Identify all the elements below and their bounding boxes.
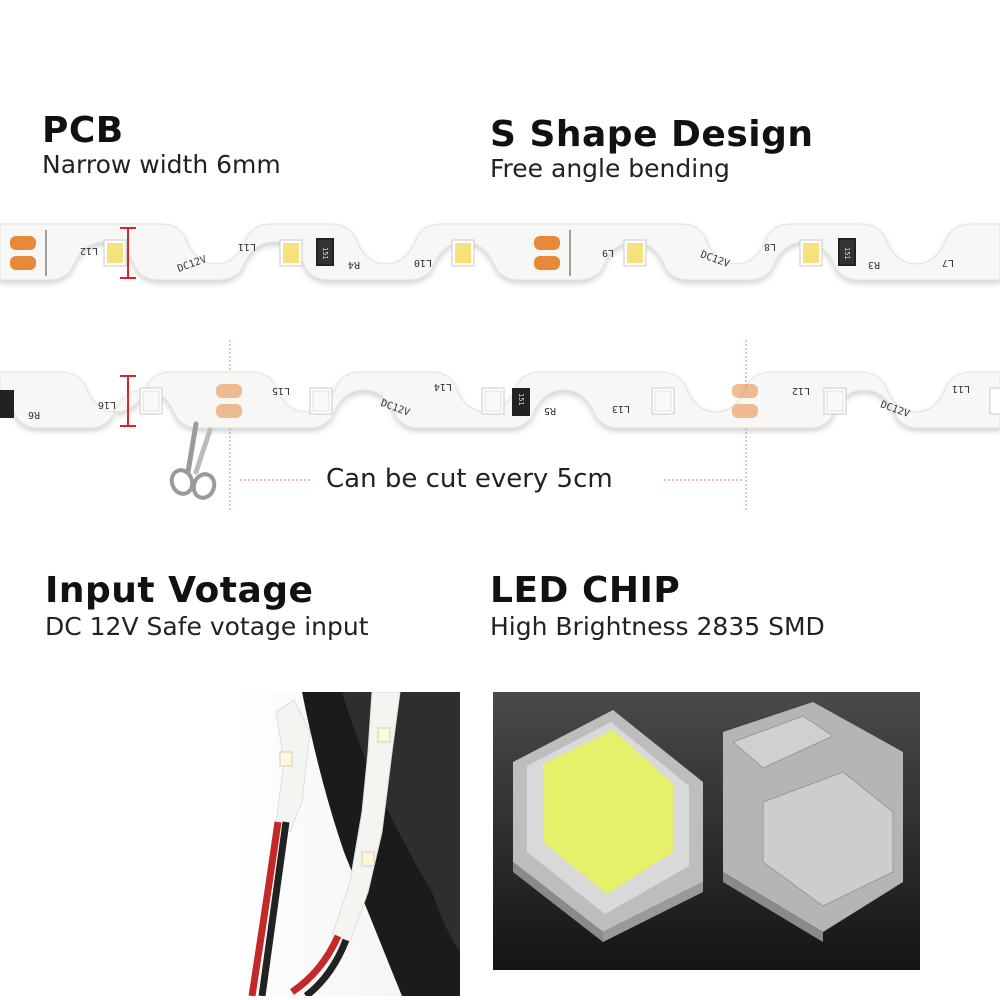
s-shape-subtitle: Free angle bending <box>490 154 730 183</box>
input-voltage-title: Input Votage <box>45 570 314 611</box>
led-strip-bottom-graphic: R6 L16 L15 DC12V L14 R5 L13 L12 DC12V L1… <box>0 340 1000 510</box>
strip-top-label: L11 <box>238 241 256 252</box>
resistor-code: 151 <box>517 393 525 406</box>
strip-top-label: R4 <box>348 259 360 270</box>
scissors-icon <box>166 420 226 500</box>
strip-bottom-label: R5 <box>544 405 556 416</box>
pcb-title: PCB <box>42 110 124 151</box>
strip-bottom-label: R6 <box>28 409 40 420</box>
strip-bottom-label: L15 <box>272 385 290 396</box>
strip-bottom-label: L16 <box>98 399 116 410</box>
pcb-subtitle: Narrow width 6mm <box>42 150 281 179</box>
led-chip-photo <box>493 692 920 970</box>
led-strip-top-graphic: L12 DC12V L11 R4 L10 L9 L8 DC12V R3 L7 1… <box>0 223 1000 281</box>
strip-top-label: R3 <box>868 259 880 270</box>
strip-top-label: L9 <box>602 247 614 258</box>
strip-bottom-label: L12 <box>792 385 810 396</box>
cut-interval-label: Can be cut every 5cm <box>326 464 613 494</box>
strip-top-label: L8 <box>764 241 776 252</box>
led-chip-subtitle: High Brightness 2835 SMD <box>490 612 825 641</box>
strip-top-label: L10 <box>414 257 432 268</box>
led-strip-top: L12 DC12V L11 R4 L10 L9 L8 DC12V R3 L7 1… <box>0 212 1000 302</box>
led-strip-bottom: R6 L16 L15 DC12V L14 R5 L13 L12 DC12V L1… <box>0 340 1000 520</box>
resistor-code: 151 <box>321 247 329 260</box>
resistor-code: 151 <box>843 247 851 260</box>
led-chip-title: LED CHIP <box>490 570 681 611</box>
strip-top-label: L12 <box>80 245 98 256</box>
input-wires-photo <box>232 692 460 996</box>
s-shape-title: S Shape Design <box>490 114 814 155</box>
input-voltage-subtitle: DC 12V Safe votage input <box>45 612 369 641</box>
strip-top-label: L7 <box>942 257 954 268</box>
strip-bottom-label: L14 <box>434 381 452 392</box>
strip-bottom-label: L13 <box>612 403 630 414</box>
strip-bottom-label: L11 <box>952 383 970 394</box>
